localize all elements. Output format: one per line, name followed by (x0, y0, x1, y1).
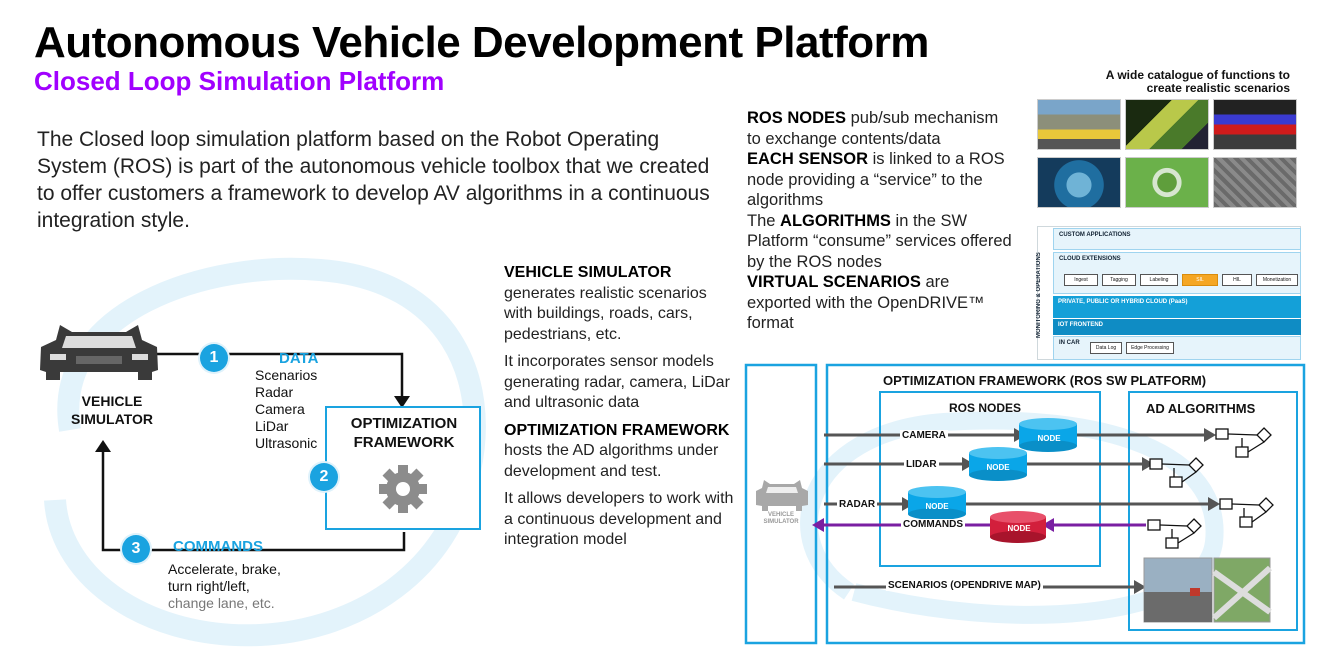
intro-paragraph: The Closed loop simulation platform base… (37, 128, 710, 232)
algorithms-heading: ALGORITHMS (780, 211, 891, 230)
stack-chip: SIL (1182, 274, 1218, 286)
ros-nodes-label: ROS NODES (949, 401, 1022, 415)
optimization-framework-label: OPTIMIZATION FRAMEWORK (350, 415, 458, 451)
vehicle-simulator-heading: VEHICLE SIMULATOR (504, 264, 672, 281)
loop-background-arrow (800, 411, 1224, 624)
arch-vehicle-label: VEHICLE SIMULATOR (763, 512, 799, 525)
node-lidar (969, 447, 1027, 481)
node-label: NODE (925, 502, 949, 511)
vehicle-simulator-label: VEHICLE SIMULATOR (71, 393, 153, 427)
ros-architecture-diagram (744, 363, 1306, 645)
commands-title: COMMANDS (173, 538, 263, 555)
catalog-title: A wide catalogue of functions to create … (1105, 68, 1290, 95)
stack-chip: Tagging (1102, 274, 1136, 286)
stack-chip: Data Log (1090, 342, 1122, 354)
commands-arrow-head (812, 518, 824, 532)
ad-algorithms-frame (1128, 391, 1298, 631)
stack-chip: Edge Processing (1126, 342, 1174, 354)
sensor-paragraph: It incorporates sensor models generating… (504, 353, 730, 411)
node-camera (1019, 418, 1077, 452)
camera-label: CAMERA (900, 430, 948, 441)
step-1-badge: 1 (200, 344, 228, 372)
data-item: Scenarios (255, 367, 318, 383)
radar-label: RADAR (837, 499, 878, 510)
stack-cloud-extensions: CLOUD EXTENSIONS (1053, 252, 1301, 294)
commands-list: Accelerate, brake, turn right/left, chan… (168, 561, 281, 611)
node-label: NODE (986, 463, 1010, 472)
each-sensor-heading: EACH SENSOR (747, 150, 869, 168)
scenario-thumbnail (1213, 157, 1297, 208)
scenario-thumbnail (1037, 99, 1121, 150)
data-item: LiDar (255, 418, 289, 434)
scenario-thumbnail (1125, 157, 1209, 208)
node-commands (990, 511, 1046, 543)
data-item: Radar (255, 384, 294, 400)
ros-nodes-heading: ROS NODES (747, 109, 847, 127)
scenario-thumbnail (1213, 99, 1297, 150)
stack-side-label: MONITORING & OPERATIONS (1036, 252, 1042, 338)
step-3-badge: 3 (122, 535, 150, 563)
commands-arrow (101, 450, 406, 552)
node-label: NODE (1037, 434, 1061, 443)
data-item: Ultrasonic (255, 435, 318, 451)
algorithm-flow-icons (1147, 427, 1274, 549)
scenario-thumbnail (1037, 157, 1121, 208)
stack-cloud: PRIVATE, PUBLIC OR HYBRID CLOUD (PaaS) (1053, 296, 1301, 318)
node-radar (908, 486, 966, 520)
arch-title: OPTIMIZATION FRAMEWORK (ROS SW PLATFORM) (883, 373, 1207, 388)
gear-icon (379, 465, 427, 513)
ros-nodes-frame (879, 391, 1101, 567)
ad-algorithms-label: AD ALGORITHMS (1146, 401, 1256, 416)
optimization-framework-heading: OPTIMIZATION FRAMEWORK (504, 421, 730, 439)
lidar-label: LIDAR (904, 459, 939, 470)
stack-chip: Monetization (1256, 274, 1298, 286)
vehicle-simulator-frame (744, 363, 818, 645)
node-label: NODE (1007, 524, 1031, 533)
data-item: Camera (255, 401, 305, 417)
virtual-scenarios-heading: VIRTUAL SCENARIOS (747, 273, 921, 291)
data-list: Scenarios Radar Camera LiDar Ultrasonic (255, 367, 317, 452)
stack-chip: HIL (1222, 274, 1252, 286)
stack-iot: IOT FRONTEND (1053, 319, 1301, 335)
step-2-badge: 2 (310, 463, 338, 491)
car-icon (756, 480, 808, 511)
ros-description: ROS NODES pub/sub mechanism to exchange … (747, 109, 1012, 332)
data-arrow (155, 352, 404, 398)
scenario-thumbnail (1125, 99, 1209, 150)
ci-paragraph: It allows developers to work with a cont… (504, 490, 734, 548)
stack-custom-apps: CUSTOM APPLICATIONS (1053, 228, 1301, 250)
page-title: Autonomous Vehicle Development Platform (34, 18, 929, 67)
stack-chip: Labeling (1140, 274, 1178, 286)
stack-chip: Ingest (1064, 274, 1098, 286)
commands-label: COMMANDS (901, 519, 965, 530)
data-title: DATA (279, 350, 319, 367)
car-icon (40, 325, 158, 380)
loop-diagram (40, 257, 486, 647)
page-subtitle: Closed Loop Simulation Platform (34, 66, 445, 96)
platform-stack: CUSTOM APPLICATIONS CLOUD EXTENSIONS Ing… (1037, 226, 1301, 360)
scenarios-label: SCENARIOS (OPENDRIVE MAP) (886, 580, 1043, 591)
